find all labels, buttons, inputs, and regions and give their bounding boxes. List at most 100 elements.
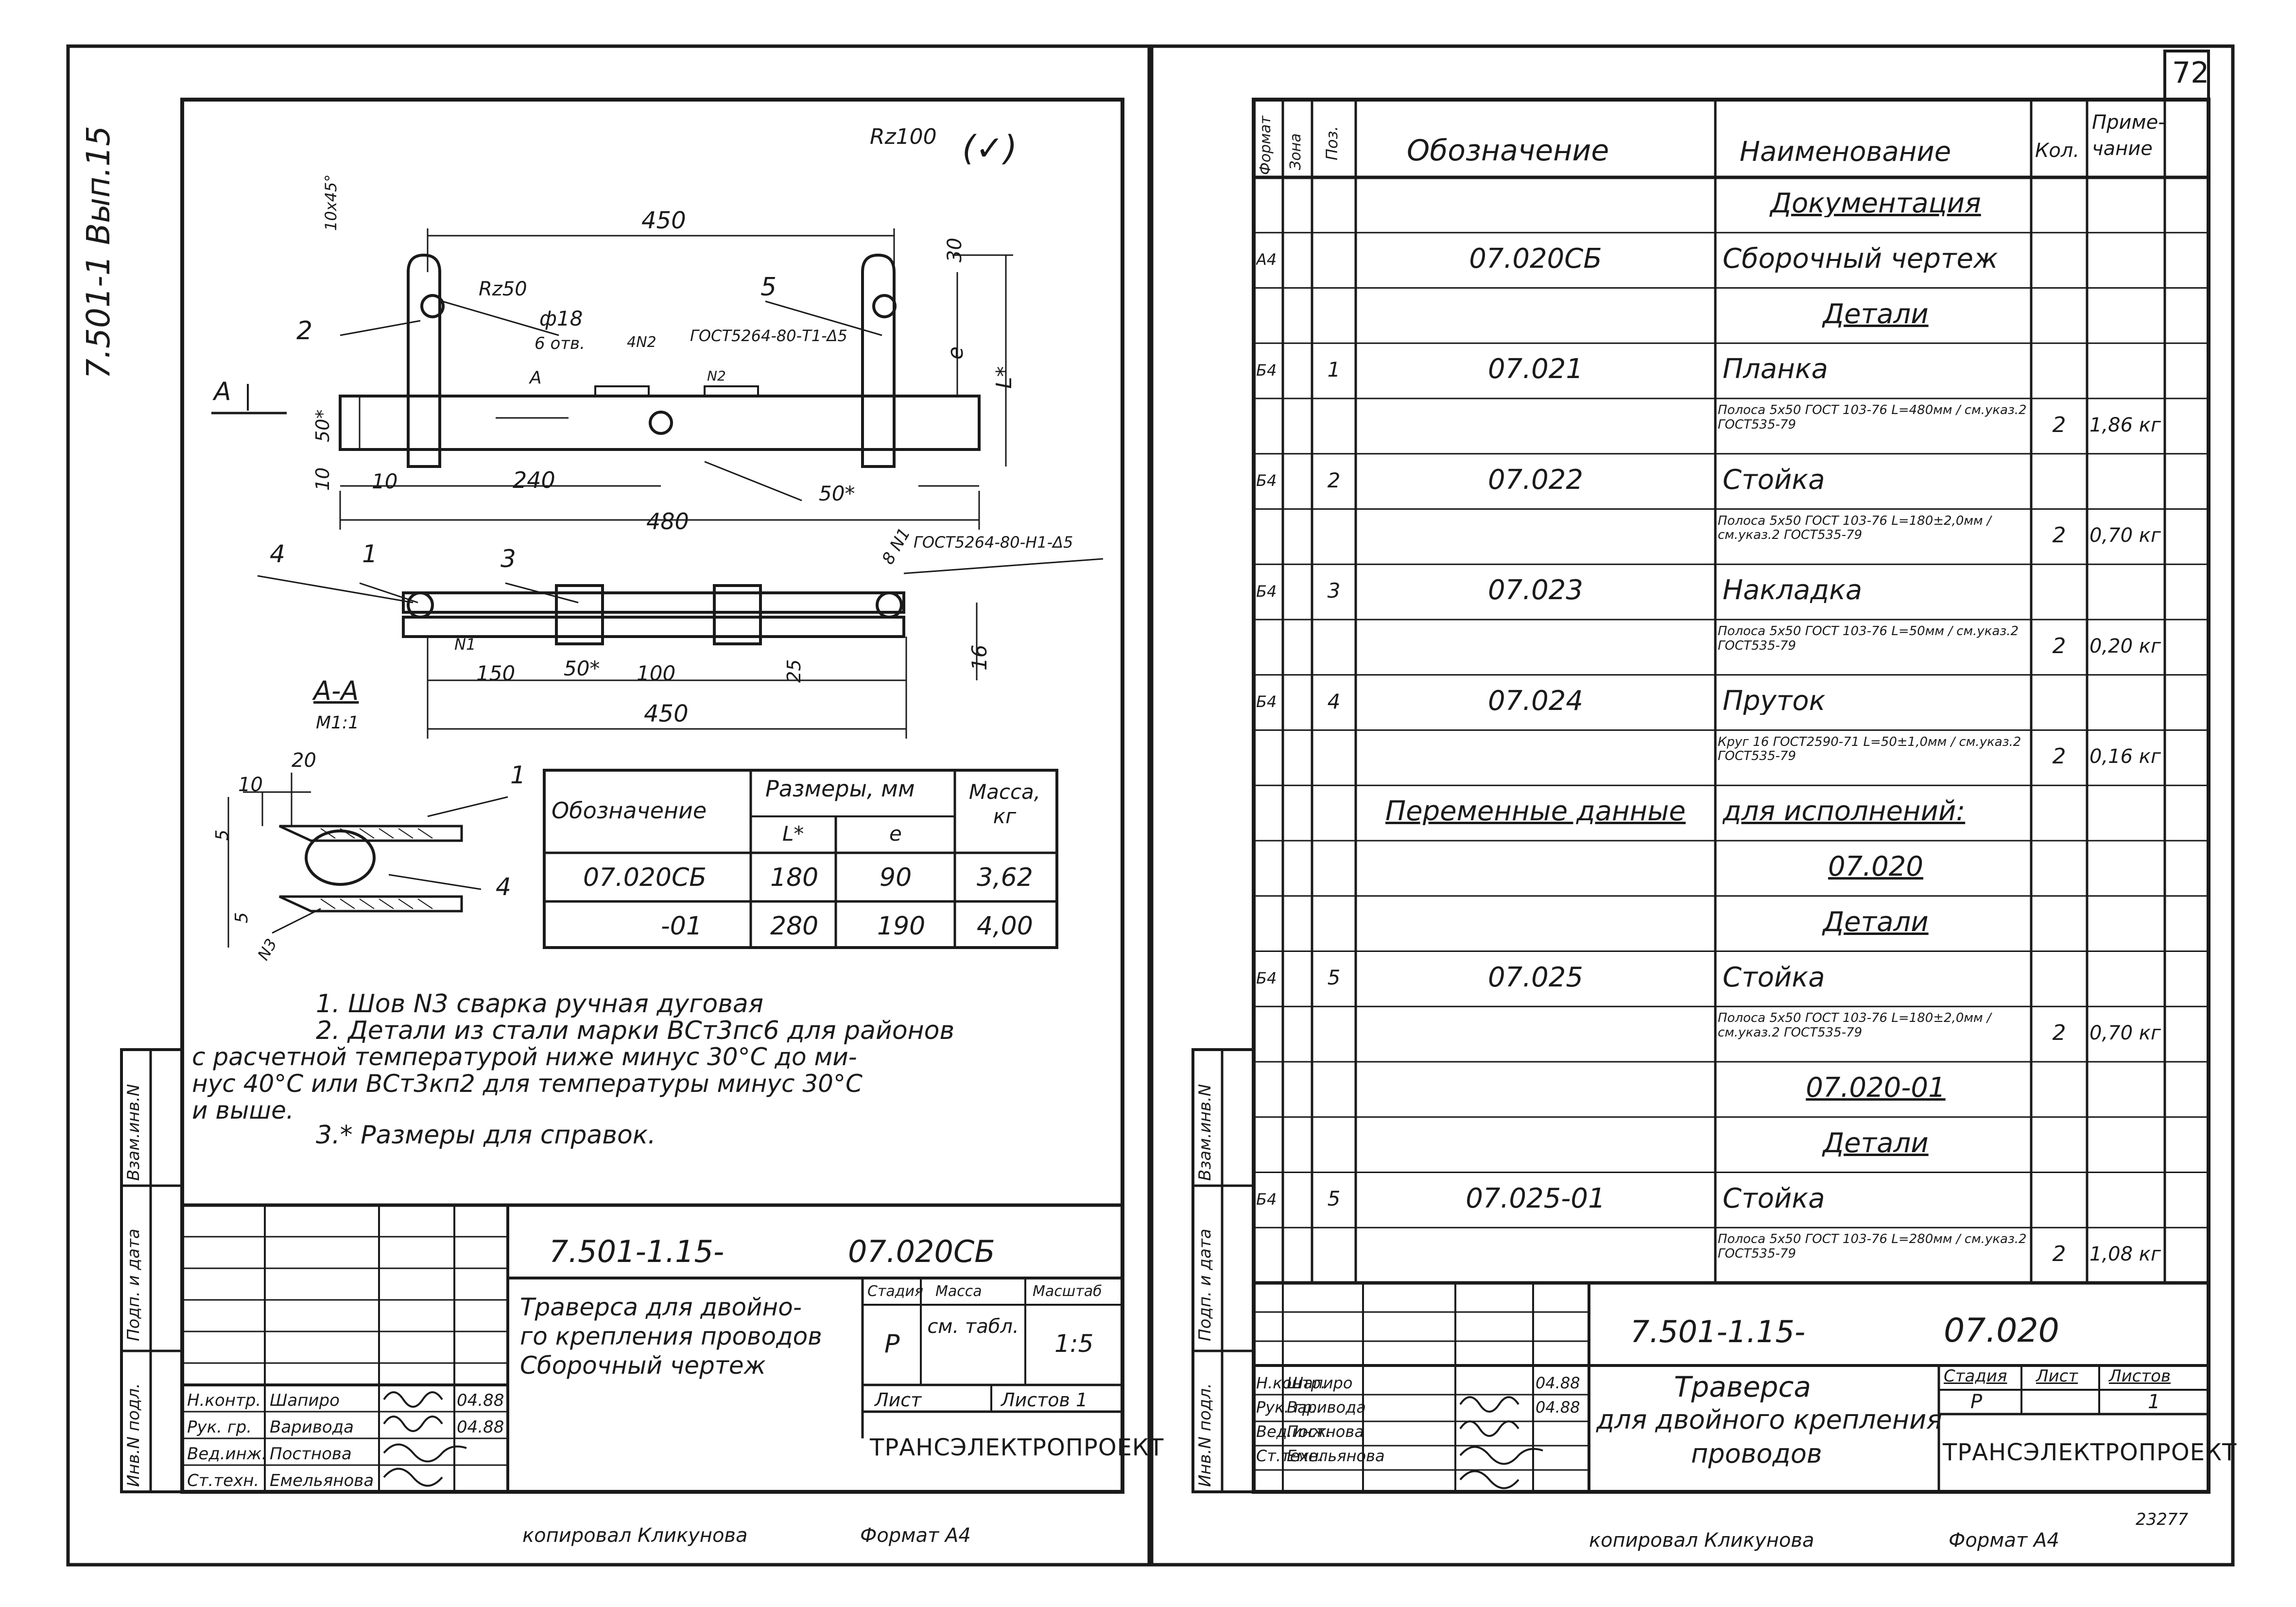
- staff-date: 04.88: [1536, 1398, 1580, 1417]
- spec-cell-des: 07.024: [1488, 687, 1583, 715]
- size-row1-designation: 07.020СБ: [583, 863, 707, 892]
- spec-cell-pos: 3: [1327, 581, 1341, 602]
- note-line-1: 1. Шов N3 сварка ручная дуговая: [316, 989, 763, 1019]
- size-row1-mass: 3,62: [977, 863, 1033, 892]
- right-title-grid: [1254, 1281, 2209, 1492]
- sec-dim-10: 10: [238, 774, 263, 796]
- size-table-h-sizes: Размеры, мм: [765, 776, 915, 802]
- roughness-rest: (✓): [962, 128, 1018, 168]
- dim-e: e: [943, 346, 968, 360]
- size-row2-e: 190: [877, 912, 926, 941]
- right-side-label-a: Взам.инв.N: [1195, 1084, 1215, 1181]
- left-tb-h-stage: Стадия: [867, 1283, 924, 1300]
- staff-name: Постнова: [1287, 1422, 1364, 1441]
- spec-cell-name: Накладка: [1723, 577, 1863, 605]
- spec-cell-name: Детали: [1823, 300, 1929, 328]
- dim-450-top: 450: [641, 207, 686, 234]
- staff-name: Емельянова: [270, 1471, 374, 1490]
- n2-mark: N2: [707, 368, 726, 384]
- left-tb-mass: см. табл.: [927, 1315, 1019, 1338]
- spec-cell-des: 07.020СБ: [1469, 245, 1602, 273]
- left-side-label-b: Подп. и дата: [124, 1228, 143, 1341]
- spec-cell-name: Круг 16 ГОСТ2590-71 L=50±1,0мм / см.указ…: [1718, 735, 2021, 764]
- left-title-grid: [182, 1203, 1122, 1492]
- spec-cell-fmt: Б4: [1256, 583, 1277, 599]
- right-tb-title-1: Траверса: [1674, 1370, 1811, 1403]
- spec-cell-pos: 1: [1327, 360, 1341, 380]
- right-tb-h-stage: Стадия: [1944, 1366, 2007, 1386]
- staff-name: Варивода: [1287, 1398, 1366, 1417]
- spec-cell-qty: 2: [2052, 1022, 2066, 1044]
- sec-dim-5b: 5: [232, 912, 252, 923]
- size-table-h-designation: Обозначение: [552, 797, 707, 824]
- spec-cell-des: 07.025: [1488, 964, 1583, 991]
- sec-pos-4: 4: [496, 873, 511, 901]
- spec-cell-pos: 5: [1327, 1189, 1341, 1210]
- staff-role: Ст.техн.: [1256, 1447, 1324, 1465]
- right-tb-code: 7.501-1.15-: [1630, 1314, 1806, 1349]
- note-line-5: и выше.: [192, 1096, 294, 1124]
- spec-cell-name: Полоса 5х50 ГОСТ 103-76 L=180±2,0мм / см…: [1718, 514, 1991, 543]
- dim-150: 150: [476, 661, 516, 685]
- right-tb-stage: Р: [1970, 1391, 1983, 1413]
- signature-scribbles: [383, 1391, 1543, 1489]
- dim-L: L*: [992, 366, 1017, 389]
- spec-table-grid: [1254, 100, 2209, 1283]
- spec-cell-fmt: Б4: [1256, 694, 1277, 710]
- right-tb-h-sheets: Листов: [2109, 1366, 2171, 1386]
- sec-dim-5a: 5: [212, 829, 232, 841]
- note-line-2: 2. Детали из стали марки ВСт3пс6 для рай…: [316, 1016, 955, 1045]
- sec-pos-1: 1: [510, 761, 526, 789]
- section-arrow-a2: А: [530, 368, 542, 388]
- right-tb-number: 07.020: [1944, 1312, 2059, 1350]
- weld-n1: N1: [454, 635, 476, 654]
- size-table-h-e: e: [889, 822, 902, 846]
- spec-cell-fmt: Б4: [1256, 473, 1277, 489]
- right-outer-border: [1150, 44, 2235, 1567]
- dim-50-mid: 50*: [564, 657, 600, 680]
- spec-cell-fmt: Б4: [1256, 1191, 1277, 1207]
- left-side-label-c: Инв.N подл.: [124, 1383, 143, 1487]
- spec-cell-pos: 2: [1327, 470, 1341, 491]
- spec-cell-qty: 2: [2052, 635, 2066, 657]
- staff-date: 04.88: [1536, 1374, 1580, 1392]
- spec-cell-qty: 2: [2052, 1243, 2066, 1265]
- spec-row-lines: [1254, 232, 2209, 1228]
- spec-cell-note: 0,20 кг: [2089, 636, 2161, 656]
- left-tb-scale: 1:5: [1054, 1330, 1094, 1358]
- dim-50s-left: 50*: [312, 409, 333, 442]
- left-tb-number: 07.020СБ: [848, 1234, 995, 1269]
- right-tb-title-2: для двойного крепления: [1596, 1404, 1942, 1435]
- section-scale: М1:1: [316, 713, 359, 733]
- spec-cell-name: Стойка: [1723, 964, 1825, 991]
- size-table-h-L: L*: [782, 822, 804, 846]
- left-tb-sheets: Листов 1: [1001, 1389, 1088, 1411]
- page-number-box: [2163, 50, 2210, 101]
- spec-h-format: Формат: [1257, 116, 1274, 175]
- spec-cell-des: 07.022: [1488, 466, 1583, 494]
- spec-cell-des: Переменные данные: [1385, 798, 1686, 826]
- pos-1-label: 1: [362, 540, 378, 568]
- spec-cell-name: Полоса 5х50 ГОСТ 103-76 L=180±2,0мм / см…: [1718, 1011, 1991, 1040]
- spec-cell-name: Сборочный чертеж: [1723, 245, 1998, 273]
- spec-cell-qty: 2: [2052, 525, 2066, 547]
- dim-240: 240: [513, 467, 555, 493]
- left-side-label-a: Взам.инв.N: [124, 1084, 143, 1181]
- right-format: Формат А4: [1949, 1529, 2059, 1552]
- sec-dim-20: 20: [292, 749, 316, 772]
- staff-name: Постнова: [270, 1444, 352, 1464]
- staff-name: Шапиро: [270, 1391, 340, 1410]
- dim-holes-count: 6 отв.: [535, 334, 585, 353]
- left-outer-border: [66, 44, 1151, 1567]
- spec-h-name: Наименование: [1740, 136, 1951, 168]
- dim-chamfer: 10x45°: [322, 174, 340, 231]
- pos-2-label: 2: [296, 316, 313, 346]
- spec-cell-name: 07.020-01: [1806, 1074, 1946, 1102]
- spec-cell-pos: 4: [1327, 691, 1341, 712]
- size-row1-e: 90: [880, 863, 912, 892]
- spec-cell-name: Полоса 5х50 ГОСТ 103-76 L=480мм / см.ука…: [1718, 403, 2027, 432]
- spec-cell-name: Пруток: [1723, 687, 1826, 715]
- staff-role: Рук. гр.: [187, 1417, 252, 1437]
